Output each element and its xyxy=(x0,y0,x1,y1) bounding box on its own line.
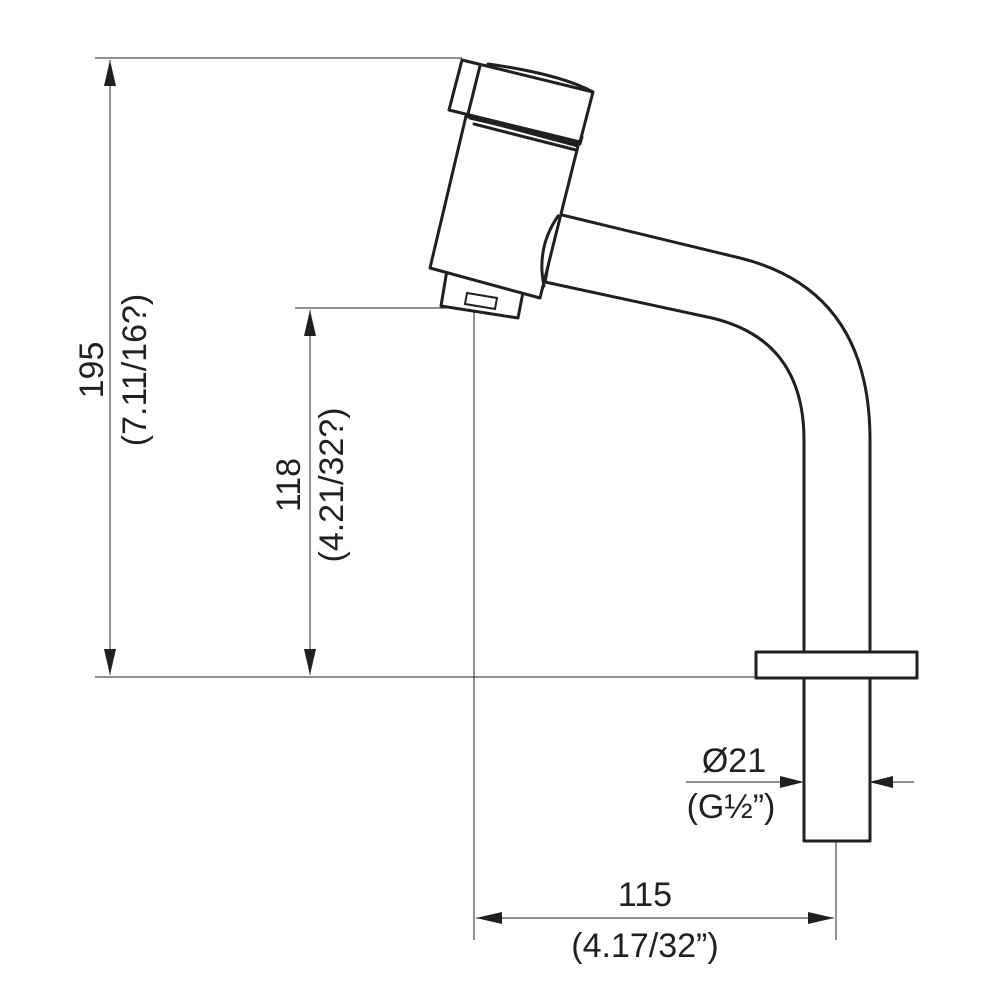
body-joint-curve xyxy=(540,214,560,288)
spout-height-value: 118 xyxy=(270,458,308,512)
overall-height-arrow-top xyxy=(104,60,116,86)
push-button-cap xyxy=(447,58,595,144)
aerator-slot xyxy=(463,291,499,311)
spout-height-arrow-bottom xyxy=(304,649,316,675)
spout-height-imperial: (4.21/32?) xyxy=(313,408,351,563)
pipe-diameter-value: Ø21 xyxy=(702,742,766,780)
projection-arrow-right xyxy=(808,912,834,924)
spout-height-arrow-top xyxy=(304,310,316,336)
spout-arm xyxy=(543,212,872,656)
overall-height-imperial: (7.11/16?) xyxy=(116,294,154,446)
push-button-top-edge xyxy=(486,62,595,94)
overall-height-arrow-bottom xyxy=(104,649,116,675)
projection-arrow-left xyxy=(476,912,502,924)
spout-height-dimension: 118 (4.21/32?) xyxy=(270,310,351,675)
overall-height-dimension: 195 (7.11/16?) xyxy=(73,60,154,675)
projection-value: 115 xyxy=(618,876,672,914)
diameter-arrow-right xyxy=(869,776,893,788)
projection-imperial: (4.17/32”) xyxy=(571,927,718,965)
pipe-thread-size: (G½”) xyxy=(687,788,776,826)
push-button-side-line xyxy=(466,64,482,116)
faucet xyxy=(428,58,919,843)
mounting-flange xyxy=(754,650,919,680)
threaded-stem xyxy=(802,674,872,843)
diameter-arrow-left xyxy=(780,776,804,788)
projection-dimension: 115 (4.17/32”) xyxy=(476,876,834,965)
pipe-diameter-dimension: Ø21 (G½”) xyxy=(686,742,914,826)
button-ring-shade xyxy=(472,122,578,152)
extension-lines xyxy=(95,57,837,940)
overall-height-value: 195 xyxy=(73,342,111,399)
